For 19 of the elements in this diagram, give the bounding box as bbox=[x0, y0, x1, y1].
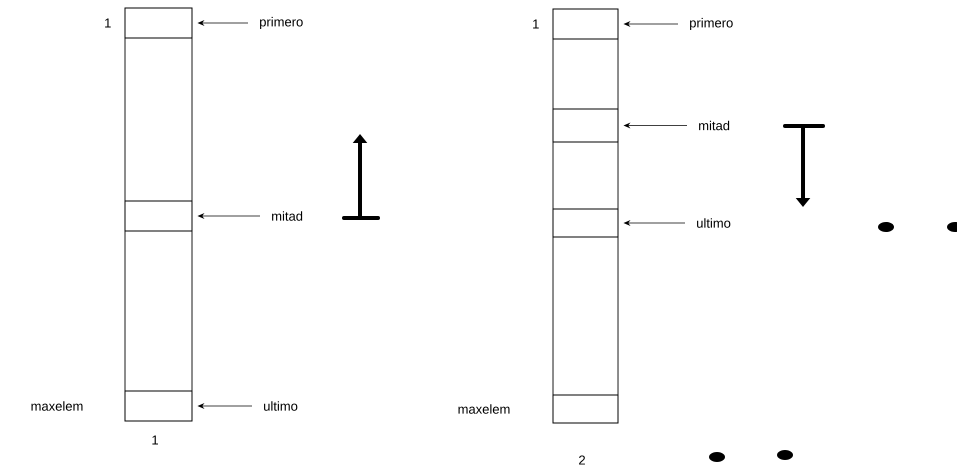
index-label: 1 bbox=[105, 18, 111, 28]
array-cell bbox=[124, 390, 192, 422]
array-cell bbox=[124, 200, 192, 232]
pointer-label: primero bbox=[260, 16, 303, 30]
pointer-label: mitad bbox=[272, 211, 302, 221]
index-label: maxelem bbox=[458, 404, 510, 414]
array-cell bbox=[124, 8, 192, 38]
figure-number: 2 bbox=[579, 455, 585, 465]
index-label: maxelem bbox=[31, 401, 82, 411]
figure-number: 1 bbox=[152, 436, 158, 444]
array-cell bbox=[552, 394, 618, 424]
pointer-label: primero bbox=[690, 18, 733, 30]
array-cell bbox=[552, 8, 618, 40]
pointer-label: mitad bbox=[699, 120, 730, 130]
pointer-label: ultimo bbox=[264, 401, 298, 411]
index-label: 1 bbox=[533, 20, 539, 28]
array-cell bbox=[552, 108, 618, 142]
array-cell bbox=[552, 208, 618, 238]
pointer-label: ultimo bbox=[697, 218, 730, 228]
